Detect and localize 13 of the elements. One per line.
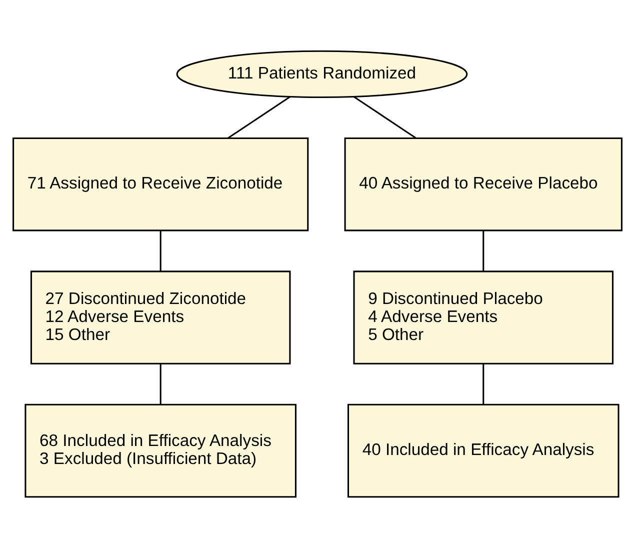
node-box: 40 Assigned to Receive Placebo xyxy=(344,136,622,231)
node-box: 9 Discontinued Placebo 4 Adverse Events 5 Other xyxy=(353,270,614,364)
connector xyxy=(353,96,416,138)
connector xyxy=(482,363,484,404)
connector xyxy=(482,230,484,271)
node-ellipse: 111 Patients Randomized xyxy=(176,50,468,98)
connector xyxy=(160,363,162,404)
connector xyxy=(228,96,291,138)
connector xyxy=(160,230,162,271)
node-box: 68 Included in Efficacy Analysis 3 Excluded (Insufficient Data) xyxy=(24,403,296,498)
node-box: 27 Discontinued Ziconotide 12 Adverse Events 15 Other xyxy=(30,270,291,364)
node-box: 71 Assigned to Receive Ziconotide xyxy=(12,136,309,231)
node-box: 40 Included in Efficacy Analysis xyxy=(347,403,620,498)
